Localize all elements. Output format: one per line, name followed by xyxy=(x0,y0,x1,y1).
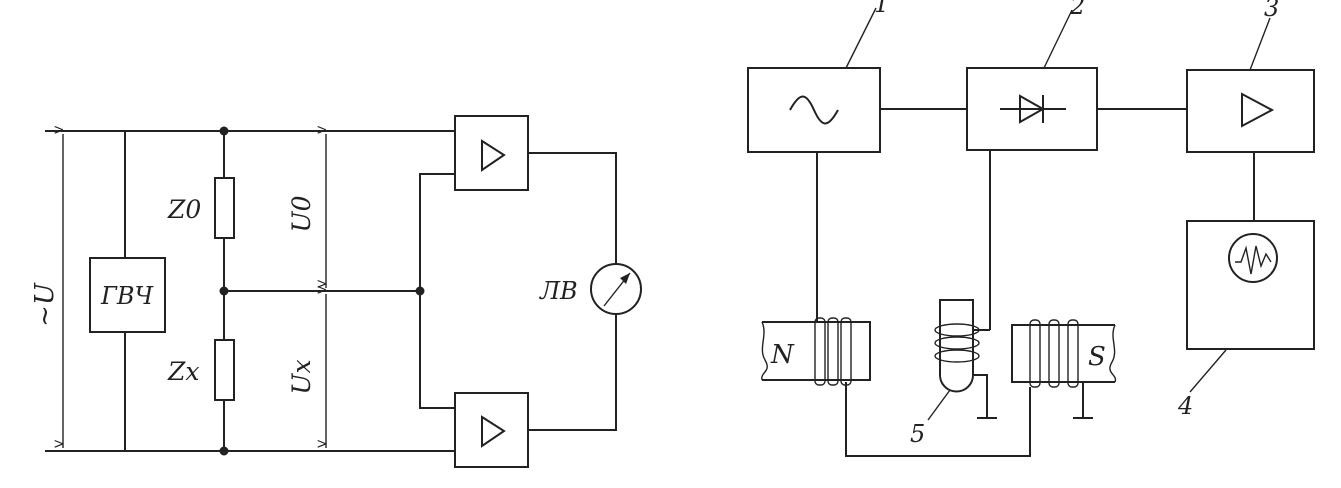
callout-label-1: 1 xyxy=(874,0,889,18)
sensor-5-body xyxy=(939,299,974,393)
source-voltage-label: ~U xyxy=(30,282,60,327)
sensor-ground-wire xyxy=(973,374,988,418)
diode-triangle xyxy=(1019,94,1046,124)
meter-bottom-wire xyxy=(528,313,617,431)
amplifier-symbol-3 xyxy=(1241,92,1275,128)
magnet-n-label: N xyxy=(770,340,795,370)
unknown-impedance-text: Zx xyxy=(167,357,199,386)
voltmeter-needle-tip xyxy=(620,273,630,284)
node-middle-left xyxy=(219,286,229,296)
right-detector-circuit: 1 2 3 4 5 N S xyxy=(747,0,1315,457)
sensor-coil-turn-2 xyxy=(934,336,980,350)
magnet-s-break xyxy=(1109,324,1117,383)
coil-n-turn-1 xyxy=(814,317,826,386)
reference-impedance-text: Z0 xyxy=(167,195,201,224)
voltage-unknown-label: Ux xyxy=(287,359,316,394)
amplifier-block-3 xyxy=(1186,69,1315,153)
node-bottom xyxy=(219,446,229,456)
meter-top-wire xyxy=(528,152,617,265)
callout-leader-1 xyxy=(845,7,877,69)
callout-leader-4 xyxy=(1189,349,1227,393)
magnet-n-break xyxy=(761,321,768,381)
coil-s-turn-1 xyxy=(1029,319,1041,388)
callout-label-5: 5 xyxy=(910,420,925,448)
amplifier-top-symbol xyxy=(481,139,506,172)
magnet-s-coil xyxy=(1029,319,1079,388)
left-bridge-circuit: ~U ГВЧ Z0 Zx U0 Ux xyxy=(30,115,642,468)
sensor-coil-turn-3 xyxy=(934,349,980,363)
sine-wave-symbol xyxy=(789,95,839,125)
reference-impedance-label: Z0 xyxy=(167,195,201,224)
oscilloscope-trace xyxy=(1235,245,1272,275)
generator-block xyxy=(89,257,166,333)
coil-n-turn-2 xyxy=(827,317,839,386)
reference-impedance-resistor xyxy=(214,177,235,239)
callout-label-4: 4 xyxy=(1177,392,1193,420)
generator-block-1 xyxy=(747,67,881,153)
coil-interconnect-wire xyxy=(845,382,1031,457)
voltage-reference-label: U0 xyxy=(287,195,316,232)
coil-n-turn-3 xyxy=(840,317,852,386)
magnet-s-label: S xyxy=(1088,342,1106,372)
amplifier-bottom-symbol xyxy=(481,415,506,448)
amplifier-bottom-block xyxy=(454,392,529,468)
voltmeter-dial xyxy=(590,263,642,315)
coil-s-turn-2 xyxy=(1048,319,1060,388)
unknown-impedance-resistor xyxy=(214,339,235,401)
callout-leader-5 xyxy=(927,389,951,421)
unknown-impedance-label: Zx xyxy=(167,357,199,386)
magnet-s-core xyxy=(1011,324,1115,383)
coil-s-turn-3 xyxy=(1067,319,1079,388)
sensor-5-coil xyxy=(934,323,980,363)
sensor-coil-turn-1 xyxy=(934,323,980,337)
amplifier-top-block xyxy=(454,115,529,191)
callout-leader-3 xyxy=(1249,17,1271,71)
generator-label: ГВЧ xyxy=(100,282,155,310)
amplifier-top-input-wire xyxy=(419,173,455,409)
magnet-n-coil xyxy=(814,317,852,386)
callout-label-3: 3 xyxy=(1264,0,1279,22)
callout-leader-2 xyxy=(1043,9,1073,69)
callout-label-2: 2 xyxy=(1069,0,1085,20)
oscilloscope-screen xyxy=(1228,233,1278,283)
node-top xyxy=(219,126,229,136)
display-block-4 xyxy=(1186,220,1315,350)
voltmeter-label: ЛВ xyxy=(539,277,578,305)
